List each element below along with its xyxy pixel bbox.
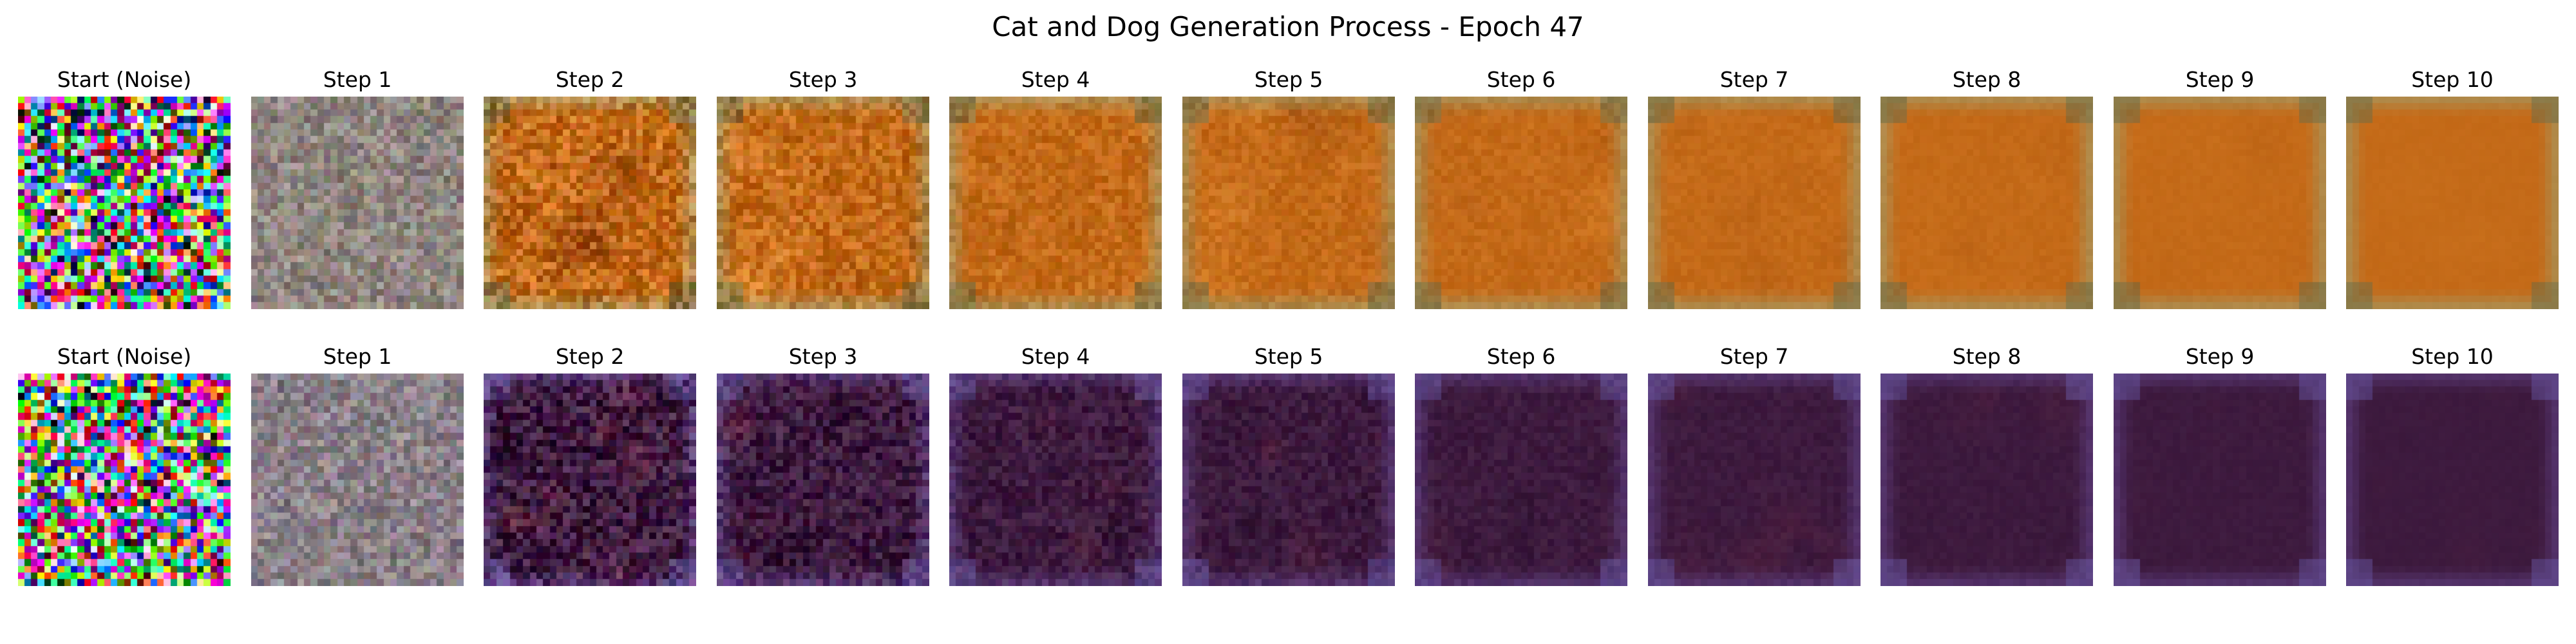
panel-title: Step 2 [555, 344, 625, 369]
generated-image [251, 374, 464, 586]
panel-title: Step 7 [1719, 344, 1789, 369]
panel-title: Step 3 [788, 67, 858, 92]
panel-title: Step 10 [2411, 344, 2494, 369]
panel-title: Step 1 [323, 67, 392, 92]
panel-title: Step 4 [1021, 344, 1090, 369]
generated-image [717, 374, 929, 586]
generated-image [251, 97, 464, 309]
generated-image [484, 97, 696, 309]
generated-image [949, 97, 1162, 309]
panel-title: Step 7 [1719, 67, 1789, 92]
panel-title: Step 3 [788, 344, 858, 369]
panel-title: Step 8 [1952, 67, 2022, 92]
panel-title: Step 6 [1486, 67, 1556, 92]
panel-title: Step 8 [1952, 344, 2022, 369]
generated-image [1880, 97, 2093, 309]
noise-image [18, 374, 231, 586]
generated-image [1182, 97, 1395, 309]
generated-image [2346, 97, 2559, 309]
panel-title: Step 2 [555, 67, 625, 92]
panel-title: Step 4 [1021, 67, 1090, 92]
generated-image [1415, 97, 1627, 309]
generated-image [949, 374, 1162, 586]
generated-image [2346, 374, 2559, 586]
generated-image [717, 97, 929, 309]
generated-image [1880, 374, 2093, 586]
panel-title: Start (Noise) [57, 67, 192, 92]
generated-image [1648, 374, 1861, 586]
panel-title: Step 9 [2185, 67, 2255, 92]
generated-image [1415, 374, 1627, 586]
figure-title: Cat and Dog Generation Process - Epoch 4… [992, 11, 1584, 43]
panel-title: Step 9 [2185, 344, 2255, 369]
panel-title: Step 5 [1254, 344, 1323, 369]
generated-image [1648, 97, 1861, 309]
panel-title: Step 10 [2411, 67, 2494, 92]
generated-image [1182, 374, 1395, 586]
noise-image [18, 97, 231, 309]
generated-image [2114, 97, 2326, 309]
panel-title: Step 6 [1486, 344, 1556, 369]
generated-image [484, 374, 696, 586]
panel-title: Step 1 [323, 344, 392, 369]
panel-title: Start (Noise) [57, 344, 192, 369]
generated-image [2114, 374, 2326, 586]
panel-title: Step 5 [1254, 67, 1323, 92]
